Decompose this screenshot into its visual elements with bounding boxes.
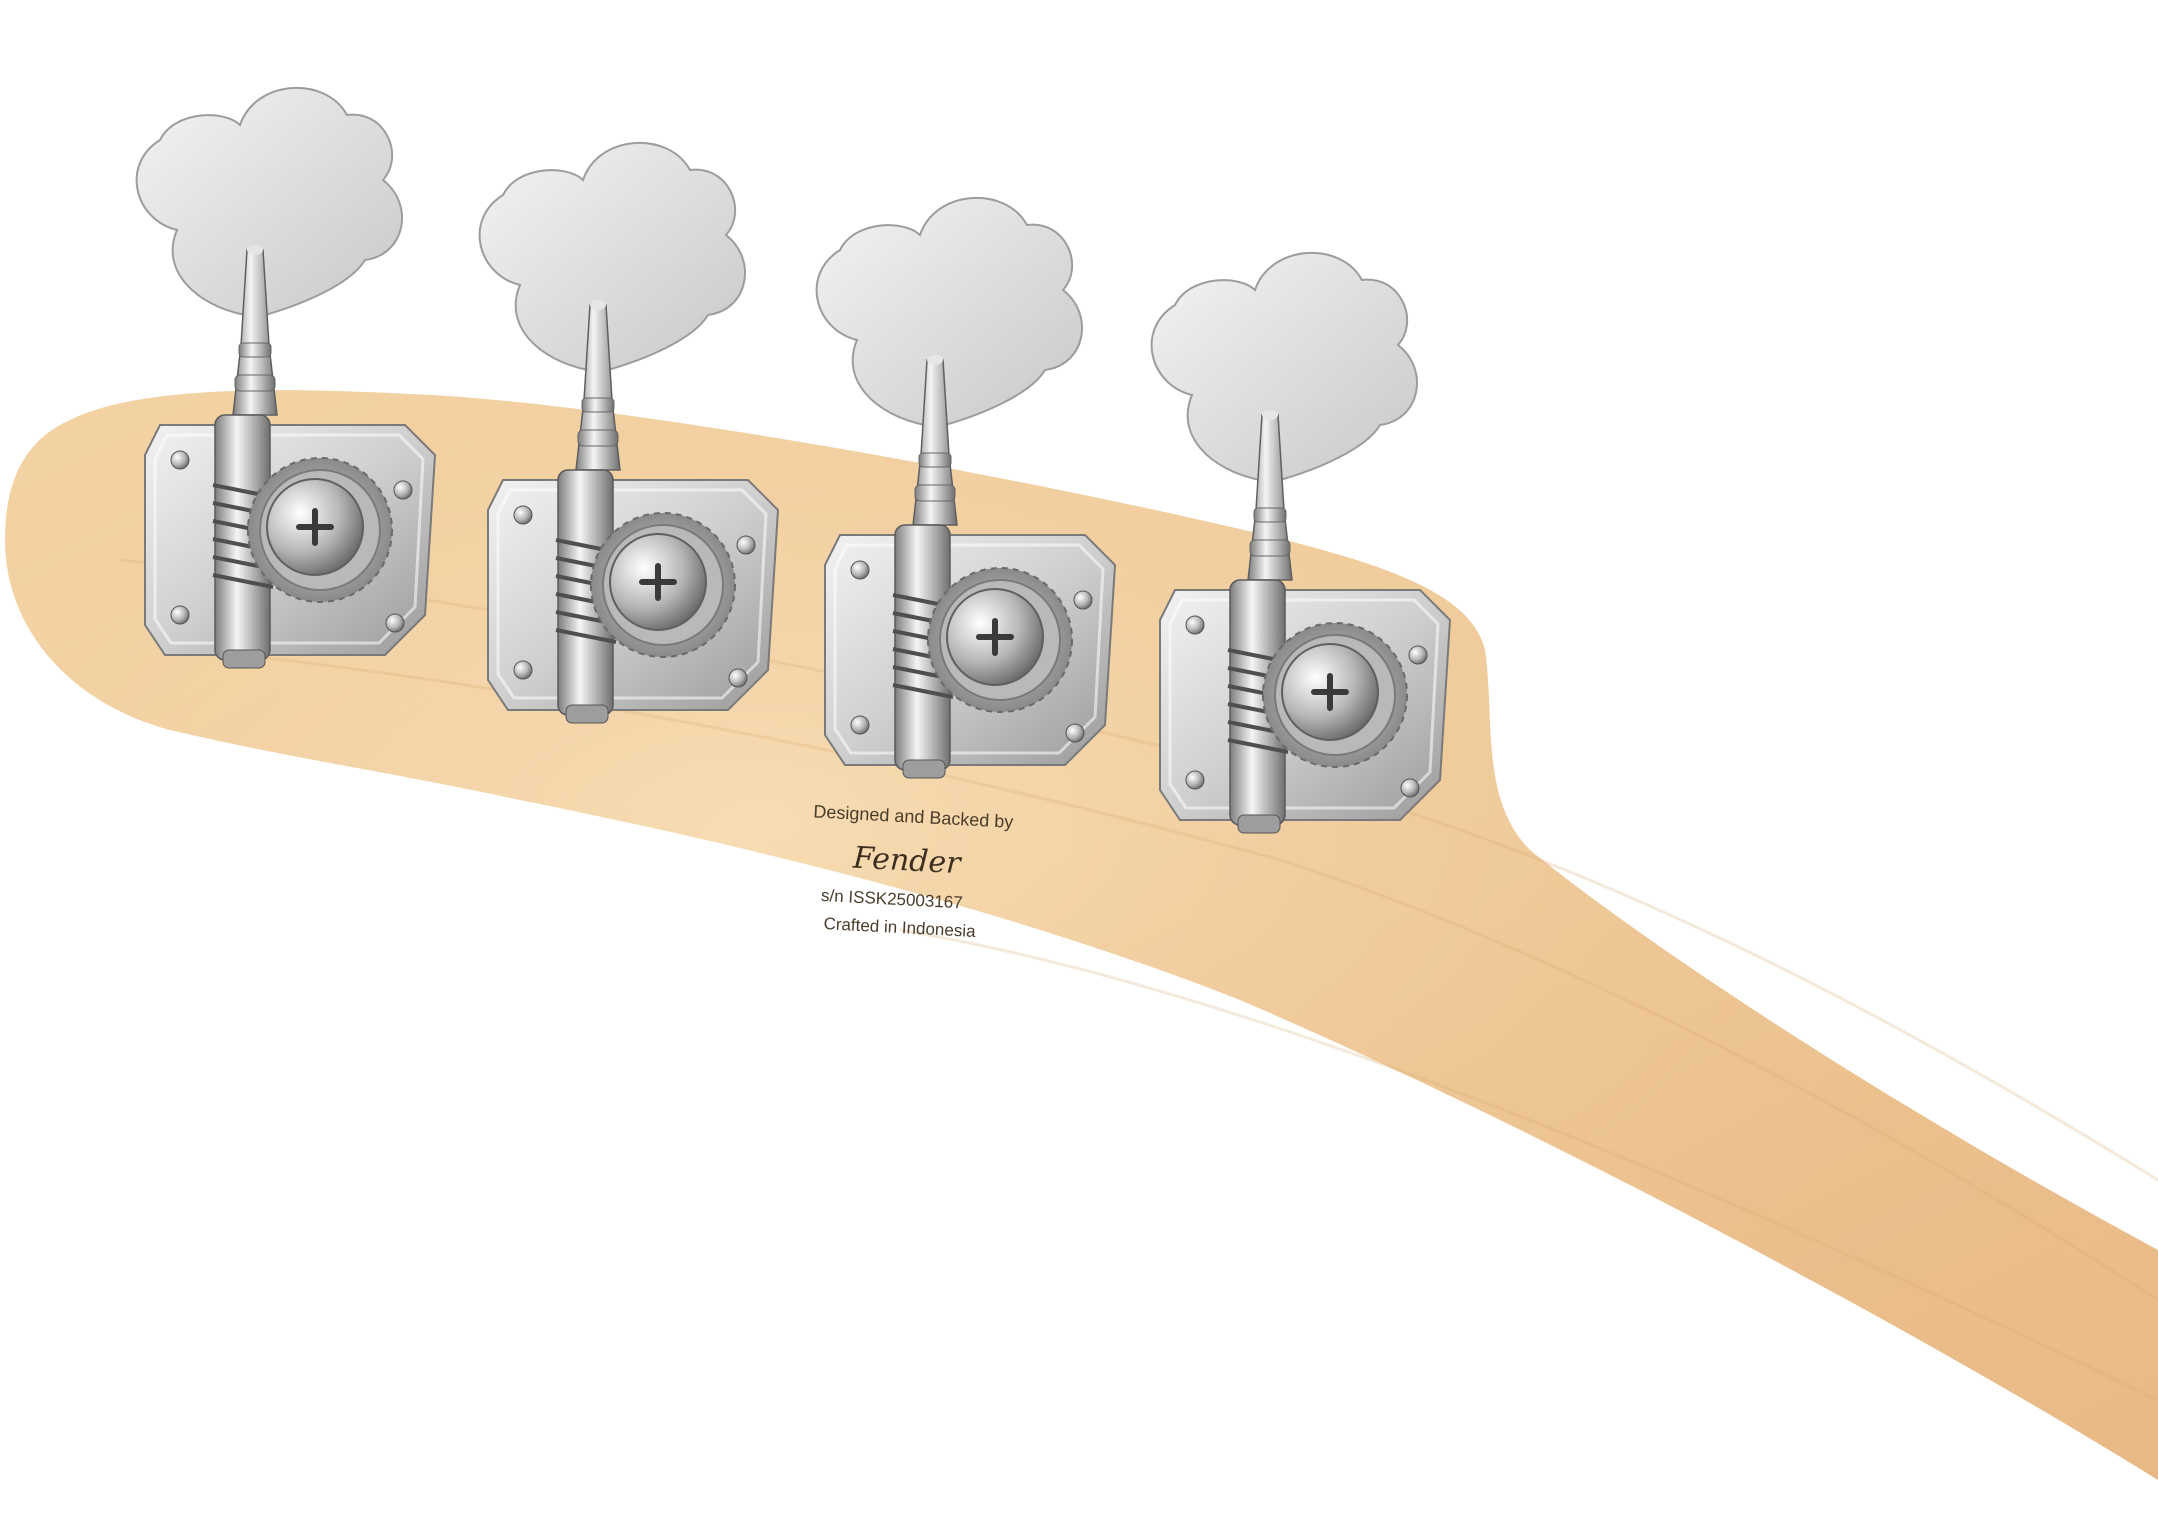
- headstock-stamp: Designed and Backed by Fender s/n ISSK25…: [813, 801, 1014, 941]
- fender-logo: Fender: [851, 840, 963, 881]
